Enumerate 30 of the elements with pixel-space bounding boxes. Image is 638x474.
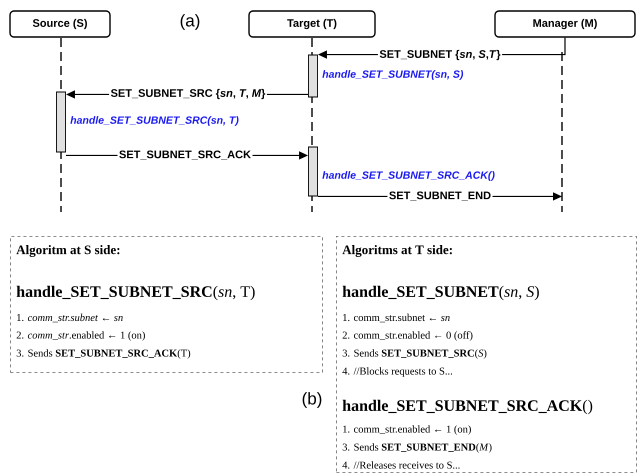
step-text: 2. comm_str.enabled ← 0 (off) <box>342 331 472 341</box>
panel-label: (b) <box>302 392 322 408</box>
box-heading: Algoritm at S side: <box>16 245 120 257</box>
handler-label: handle_SET_SUBNET_SRC_ACK() <box>322 171 495 181</box>
activation-bar <box>308 54 318 98</box>
handler-label: handle_SET_SUBNET_SRC(sn, T) <box>70 116 238 126</box>
panel-label: (a) <box>180 14 200 30</box>
activation-bar <box>56 92 66 152</box>
box-heading: Algoritms at T side: <box>342 245 452 257</box>
participant-box: Target (T) <box>248 10 376 38</box>
participant-box: Source (S) <box>9 10 111 38</box>
edge-label: SET_SUBNET_SRC {sn, T, M} <box>109 87 267 101</box>
step-text: 4. //Blocks requests to S... <box>342 367 452 377</box>
step-text: 3. Sends SET_SUBNET_SRC_ACK(T) <box>16 349 190 359</box>
step-text: 1. comm_str.enabled ← 1 (on) <box>343 425 471 435</box>
step-text: 1. comm_str.subnet ← sn <box>17 314 123 322</box>
participant-box: Manager (M) <box>494 10 636 38</box>
handler-label: handle_SET_SUBNET(sn, S) <box>322 70 464 80</box>
step-text: 4. //Releases receives to S... <box>342 461 460 469</box>
step-text: 1. comm_str.subnet ← sn <box>343 314 450 322</box>
function-heading: handle_SET_SUBNET(sn, S) <box>342 286 539 300</box>
edge-label: SET_SUBNET_END <box>387 190 493 202</box>
edge-label: SET_SUBNET {sn, S,T} <box>378 48 502 62</box>
edge-label: SET_SUBNET_SRC_ACK <box>118 148 253 161</box>
function-heading: handle_SET_SUBNET_SRC(sn, T) <box>16 286 255 300</box>
step-text: 3. Sends SET_SUBNET_END(M) <box>342 443 492 453</box>
step-text: 2. comm_str.enabled ← 1 (on) <box>16 331 145 341</box>
function-heading: handle_SET_SUBNET_SRC_ACK() <box>342 400 592 414</box>
activation-bar <box>308 146 318 196</box>
step-text: 3. Sends SET_SUBNET_SRC(S) <box>342 349 486 359</box>
